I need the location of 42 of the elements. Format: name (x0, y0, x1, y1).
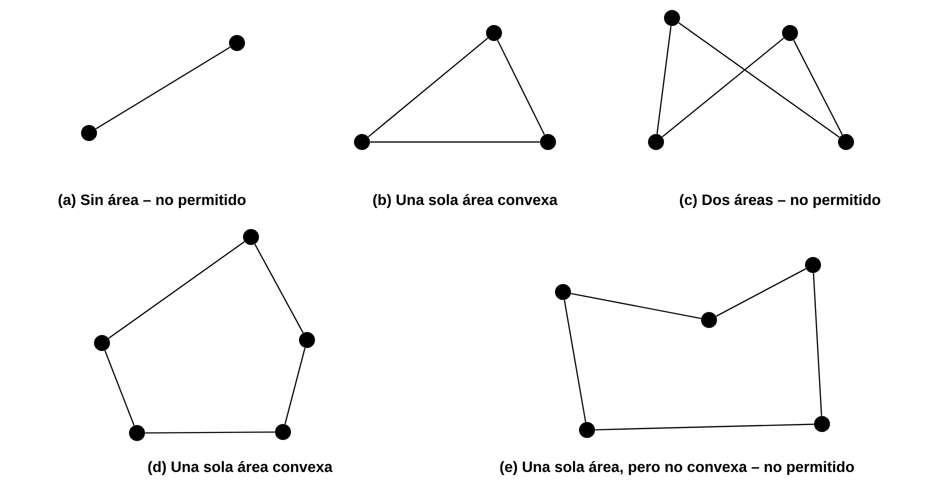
line (104, 350, 135, 426)
point-dot (129, 425, 145, 441)
line (254, 244, 304, 334)
point-dot (275, 424, 291, 440)
point-dot (805, 257, 821, 273)
line (716, 268, 806, 317)
point-dot (664, 10, 680, 26)
line (497, 40, 545, 135)
line (812, 273, 822, 416)
point-dot (94, 335, 110, 351)
line (793, 40, 843, 135)
caption: (e) Una sola área, pero no convexa – no permitido (500, 460, 854, 476)
line (678, 22, 840, 138)
line (370, 141, 540, 143)
point-dot (782, 25, 798, 41)
point-dot (81, 125, 97, 141)
point-dot (299, 332, 315, 348)
point-dot (838, 134, 854, 150)
line (284, 348, 306, 424)
line (108, 241, 245, 339)
point-dot (229, 35, 245, 51)
line (656, 26, 672, 134)
caption: (d) Una sola área convexa (148, 460, 333, 476)
point-dot (814, 416, 830, 432)
point-dot (648, 134, 664, 150)
point-dot (243, 229, 259, 245)
line (595, 424, 814, 430)
line (662, 38, 784, 138)
point-dot (555, 284, 571, 300)
line (96, 46, 230, 130)
line (564, 300, 586, 422)
line (570, 292, 702, 320)
line (368, 38, 488, 138)
line (145, 431, 275, 434)
point-dot (540, 134, 556, 150)
caption: (a) Sin área – no permitido (58, 194, 246, 208)
point-dot (354, 134, 370, 150)
caption: (b) Una sola área convexa (373, 194, 558, 208)
point-dot (486, 25, 502, 41)
point-dot (701, 312, 717, 328)
point-dot (579, 422, 595, 438)
caption: (c) Dos áreas – no permitido (680, 194, 880, 208)
